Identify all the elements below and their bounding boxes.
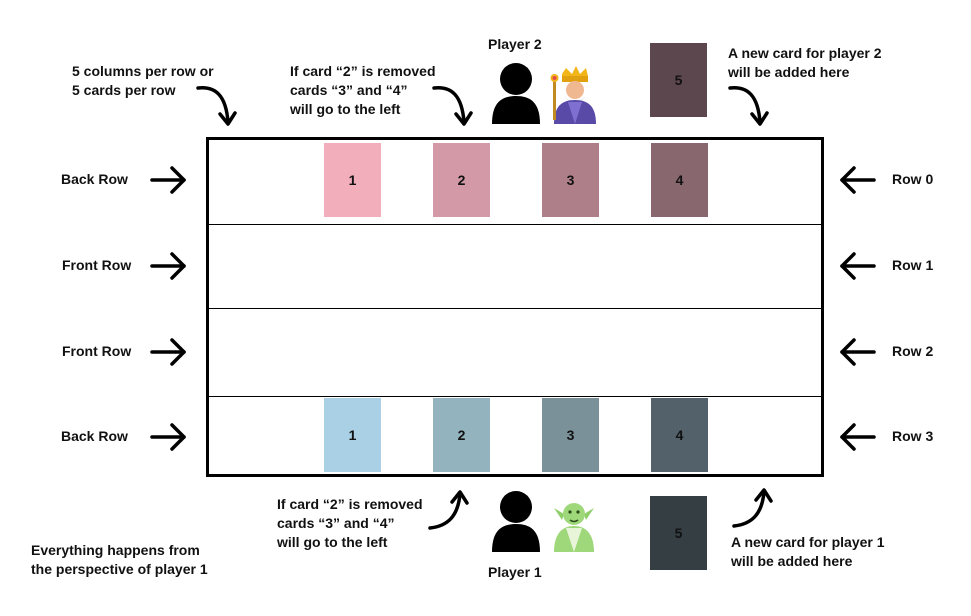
card-label: 5 <box>674 525 683 541</box>
left-row-label: Back Row <box>61 428 128 444</box>
player1-new-card: 5 <box>650 496 707 570</box>
player2-remove-note: If card “2” is removed cards “3” and “4”… <box>290 63 436 117</box>
king-avatar-icon <box>548 66 600 129</box>
card-label: 2 <box>457 427 466 443</box>
row-divider <box>209 224 821 225</box>
perspective-note: Everything happens from the perspective … <box>31 542 208 577</box>
curved-arrow-icon <box>196 82 240 130</box>
player1-card-2: 2 <box>433 398 490 472</box>
right-row-label: Row 0 <box>892 171 934 187</box>
arrow-left-icon <box>838 251 876 281</box>
curved-arrow-icon <box>426 486 470 534</box>
row-divider <box>209 308 821 309</box>
arrow-left-icon <box>838 422 876 452</box>
game-board <box>206 137 824 477</box>
columns-note: 5 columns per row or 5 cards per row <box>72 63 214 98</box>
right-row-label: Row 1 <box>892 257 934 273</box>
card-label: 1 <box>348 172 357 188</box>
player2-card-4: 4 <box>651 143 708 217</box>
arrow-right-icon <box>150 165 188 195</box>
arrow-left-icon <box>838 337 876 367</box>
player1-card-4: 4 <box>651 398 708 472</box>
card-label: 5 <box>674 72 683 88</box>
card-label: 2 <box>457 172 466 188</box>
curved-arrow-icon <box>730 484 774 532</box>
player2-card-2: 2 <box>433 143 490 217</box>
player2-card-1: 1 <box>324 143 381 217</box>
player1-card-3: 3 <box>542 398 599 472</box>
row-divider <box>209 396 821 397</box>
left-row-label: Front Row <box>62 257 132 273</box>
player1-title: Player 1 <box>488 564 542 580</box>
arrow-left-icon <box>838 165 876 195</box>
player2-new-card-note: A new card for player 2 will be added he… <box>728 45 882 80</box>
card-label: 3 <box>566 172 575 188</box>
card-label: 3 <box>566 427 575 443</box>
arrow-right-icon <box>150 337 188 367</box>
arrow-right-icon <box>150 422 188 452</box>
curved-arrow-icon <box>728 82 772 130</box>
card-label: 1 <box>348 427 357 443</box>
right-row-label: Row 3 <box>892 428 934 444</box>
player2-title: Player 2 <box>488 36 542 52</box>
player1-new-card-note: A new card for player 1 will be added he… <box>731 534 885 569</box>
card-label: 4 <box>675 427 684 443</box>
arrow-right-icon <box>150 251 188 281</box>
card-label: 4 <box>675 172 684 188</box>
player1-remove-note: If card “2” is removed cards “3” and “4”… <box>277 496 423 550</box>
right-row-label: Row 2 <box>892 343 934 359</box>
player2-card-3: 3 <box>542 143 599 217</box>
goblin-avatar-icon <box>548 494 600 557</box>
person-icon <box>490 62 542 129</box>
person-icon <box>490 490 542 557</box>
curved-arrow-icon <box>432 82 476 130</box>
player2-new-card: 5 <box>650 43 707 117</box>
left-row-label: Front Row <box>62 343 132 359</box>
player1-card-1: 1 <box>324 398 381 472</box>
left-row-label: Back Row <box>61 171 128 187</box>
